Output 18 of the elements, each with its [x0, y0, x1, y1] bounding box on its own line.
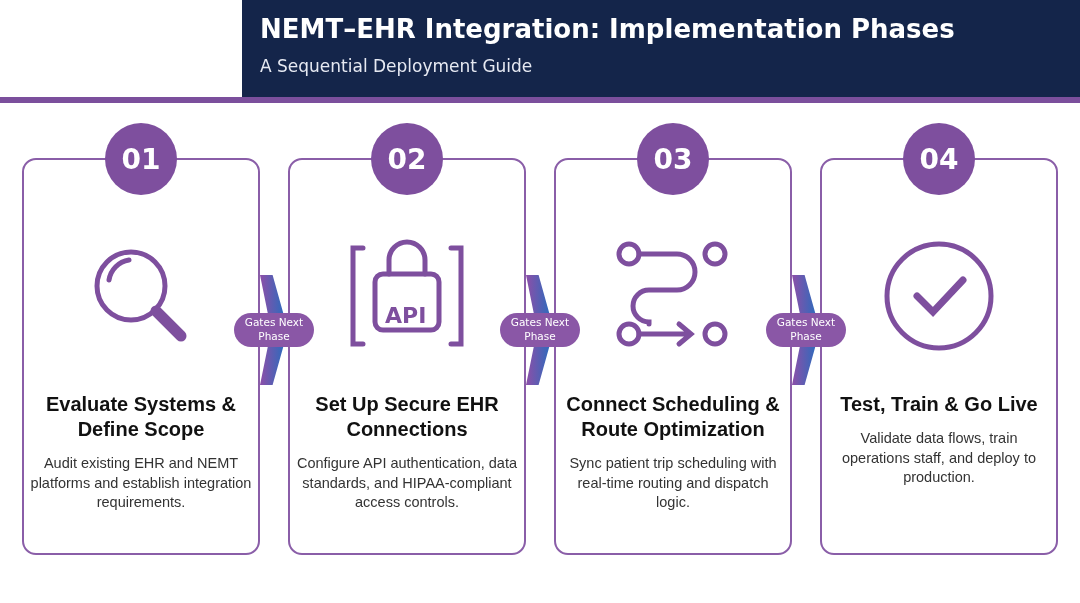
phase-heading: Test, Train & Go Live [840, 392, 1038, 417]
edge-label: Gates Next Phase [234, 313, 314, 347]
edge-label: Gates Next Phase [500, 313, 580, 347]
phase-heading: Set Up Secure EHR Connections [314, 392, 500, 442]
phase-number-circle: 03 [637, 123, 709, 195]
phase-heading: Connect Scheduling & Route Optimization [565, 392, 781, 442]
edge-label: Gates Next Phase [766, 313, 846, 347]
phase-description: Sync patient trip scheduling with real-time routing and dispatch logic. [568, 454, 778, 513]
title: NEMT–EHR Integration: Implementation Phases [260, 14, 955, 44]
phase-number-circle: 01 [105, 123, 177, 195]
phase-number-circle: 02 [371, 123, 443, 195]
subtitle: A Sequential Deployment Guide [260, 56, 533, 76]
phase-number-circle: 04 [903, 123, 975, 195]
phase-heading: Evaluate Systems & Define Scope [44, 392, 238, 442]
phase-description: Validate data flows, train operations staff, and deploy to production. [841, 429, 1037, 488]
phase-description: Audit existing EHR and NEMT platforms and establish integration requirements. [30, 454, 252, 513]
icon-label: API [385, 303, 427, 328]
phase-description: Configure API authentication, data standards, and HIPAA-compliant access controls. [296, 454, 518, 513]
